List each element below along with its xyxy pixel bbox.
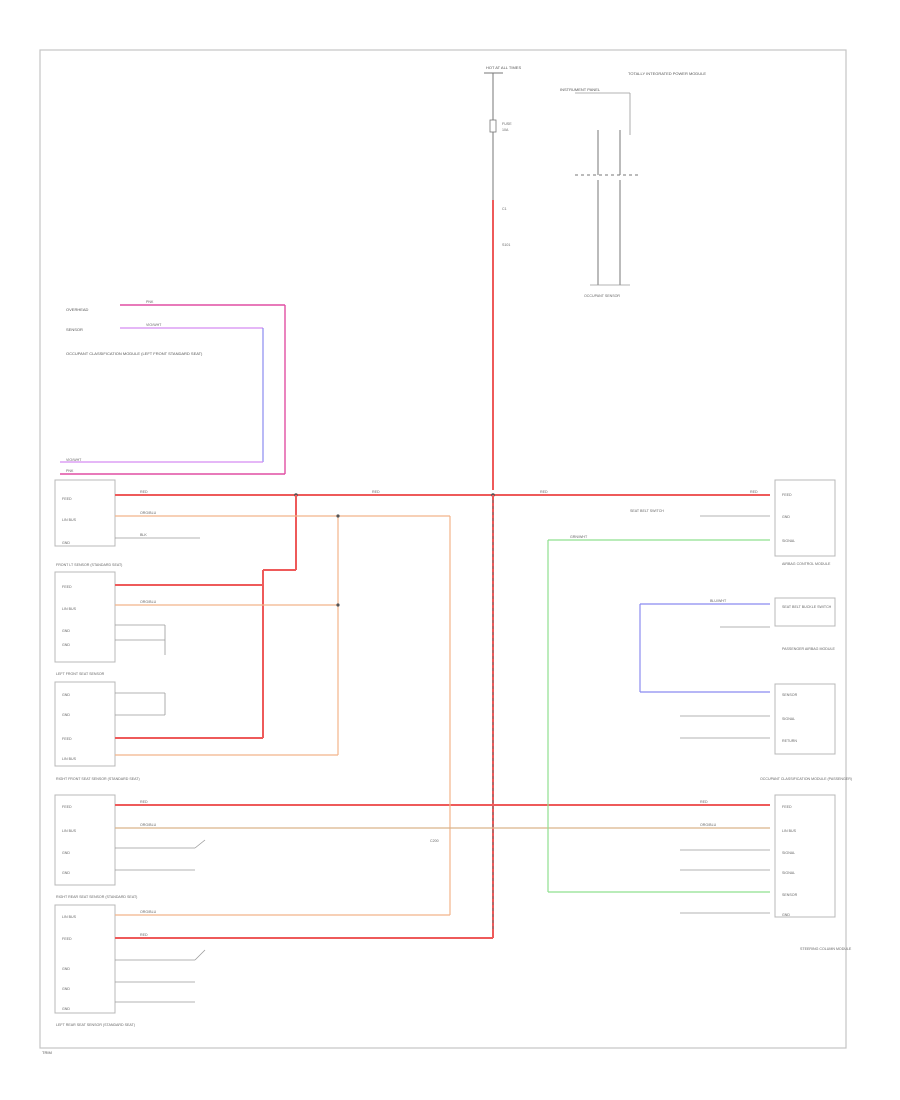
svg-text:RED: RED [140, 933, 148, 937]
svg-text:GND: GND [62, 987, 70, 991]
svg-text:GND: GND [62, 643, 70, 647]
top-right-module: INSTRUMENT PANEL TOTALLY INTEGRATED POWE… [560, 71, 706, 298]
svg-text:PNK: PNK [146, 300, 154, 304]
svg-text:FEED: FEED [62, 737, 72, 741]
lin-bus: ORG/BLU ORG/BLU ORG/BLU ORG/BLU ORG/BLU [115, 511, 770, 916]
svg-text:LIN BUS: LIN BUS [62, 607, 77, 611]
svg-text:ORG/BLU: ORG/BLU [140, 823, 157, 827]
svg-text:10A: 10A [502, 128, 509, 132]
svg-text:FEED: FEED [62, 497, 72, 501]
svg-text:GND: GND [62, 693, 70, 697]
top-power-feed: HOT AT ALL TIMES FUSE 10A C1 S101 [484, 65, 521, 490]
left-modules: FEED LIN BUS GND FRONT LT SENSOR (STANDA… [54, 479, 140, 1027]
svg-text:OVERHEAD: OVERHEAD [66, 307, 89, 312]
svg-text:STEERING COLUMN MODULE: STEERING COLUMN MODULE [800, 947, 852, 951]
svg-text:RIGHT REAR SEAT SENSOR (STANDA: RIGHT REAR SEAT SENSOR (STANDARD SEAT) [56, 895, 137, 899]
svg-text:C200: C200 [430, 839, 439, 843]
svg-text:GND: GND [62, 629, 70, 633]
svg-text:SIGNAL: SIGNAL [782, 851, 795, 855]
svg-text:BLU/WHT: BLU/WHT [710, 599, 727, 603]
svg-text:FEED: FEED [782, 493, 792, 497]
svg-text:GND: GND [62, 1007, 70, 1011]
svg-text:SIGNAL: SIGNAL [782, 717, 795, 721]
svg-text:FEED: FEED [62, 937, 72, 941]
svg-text:ORG/BLU: ORG/BLU [140, 910, 157, 914]
svg-text:ORG/BLU: ORG/BLU [140, 600, 157, 604]
top-left-module: OVERHEAD SENSOR OCCUPANT CLASSIFICATION … [60, 300, 286, 475]
red-feed-bus: RED RED RED RED RED RED RED [115, 490, 770, 939]
svg-text:GND: GND [62, 713, 70, 717]
svg-text:GRN/WHT: GRN/WHT [570, 535, 588, 539]
svg-text:TOTALLY INTEGRATED POWER MODUL: TOTALLY INTEGRATED POWER MODULE [628, 71, 706, 76]
svg-text:SENSOR: SENSOR [66, 327, 83, 332]
svg-text:LIN BUS: LIN BUS [62, 757, 77, 761]
svg-text:OCCUPANT CLASSIFICATION MODULE: OCCUPANT CLASSIFICATION MODULE (PASSENGE… [760, 777, 852, 781]
svg-text:LIN BUS: LIN BUS [62, 518, 77, 522]
svg-text:OCCUPANT CLASSIFICATION MODULE: OCCUPANT CLASSIFICATION MODULE (LEFT FRO… [66, 351, 203, 356]
svg-text:RED: RED [372, 490, 380, 494]
svg-text:SENSOR: SENSOR [782, 893, 798, 897]
svg-text:C1: C1 [502, 207, 507, 211]
left-ground-switches: BLK [115, 533, 206, 1003]
svg-text:BLK: BLK [140, 533, 147, 537]
svg-text:LIN BUS: LIN BUS [62, 915, 77, 919]
svg-text:FEED: FEED [62, 805, 72, 809]
svg-text:GND: GND [62, 541, 70, 545]
svg-text:SEAT BELT BUCKLE SWITCH: SEAT BELT BUCKLE SWITCH [782, 605, 832, 609]
svg-text:PASSENGER AIRBAG MODULE: PASSENGER AIRBAG MODULE [782, 647, 835, 651]
svg-text:PNK: PNK [66, 469, 74, 473]
svg-text:LIN BUS: LIN BUS [62, 829, 77, 833]
svg-text:LEFT FRONT SEAT SENSOR: LEFT FRONT SEAT SENSOR [56, 672, 105, 676]
svg-text:SIGNAL: SIGNAL [782, 539, 795, 543]
svg-text:AIRBAG CONTROL MODULE: AIRBAG CONTROL MODULE [782, 562, 831, 566]
svg-text:HOT AT ALL TIMES: HOT AT ALL TIMES [486, 65, 521, 70]
svg-text:SENSOR: SENSOR [782, 693, 798, 697]
svg-text:RIGHT FRONT SEAT SENSOR (STAND: RIGHT FRONT SEAT SENSOR (STANDARD SEAT) [56, 777, 140, 781]
svg-text:FEED: FEED [62, 585, 72, 589]
svg-text:FEED: FEED [782, 805, 792, 809]
svg-text:INSTRUMENT PANEL: INSTRUMENT PANEL [560, 87, 601, 92]
svg-text:VIO/WHT: VIO/WHT [66, 458, 82, 462]
svg-text:RED: RED [140, 800, 148, 804]
svg-text:GND: GND [62, 851, 70, 855]
svg-text:LEFT REAR SEAT SENSOR (STANDAR: LEFT REAR SEAT SENSOR (STANDARD SEAT) [56, 1023, 135, 1027]
svg-text:GND: GND [62, 967, 70, 971]
svg-text:FRONT LT SENSOR (STANDARD SEAT: FRONT LT SENSOR (STANDARD SEAT) [56, 563, 122, 567]
page-label: TRIM [42, 1050, 52, 1055]
svg-text:GND: GND [782, 913, 790, 917]
svg-text:SIGNAL: SIGNAL [782, 871, 795, 875]
svg-text:GND: GND [782, 515, 790, 519]
svg-text:FUSE: FUSE [502, 122, 512, 126]
svg-text:RED: RED [140, 490, 148, 494]
svg-text:RED: RED [700, 800, 708, 804]
svg-text:SEAT BELT SWITCH: SEAT BELT SWITCH [630, 509, 664, 513]
svg-text:RETURN: RETURN [782, 739, 797, 743]
svg-text:OCCUPANT SENSOR: OCCUPANT SENSOR [584, 294, 620, 298]
diagram-frame [39, 49, 847, 1049]
right-modules: FEED GND SIGNAL AIRBAG CONTROL MODULE SE… [547, 479, 852, 951]
svg-text:LIN BUS: LIN BUS [782, 829, 797, 833]
svg-text:ORG/BLU: ORG/BLU [140, 511, 157, 515]
svg-text:S101: S101 [502, 243, 510, 247]
svg-text:ORG/BLU: ORG/BLU [700, 823, 717, 827]
svg-text:RED: RED [750, 490, 758, 494]
svg-text:GND: GND [62, 871, 70, 875]
svg-text:RED: RED [540, 490, 548, 494]
svg-text:VIO/WHT: VIO/WHT [146, 323, 162, 327]
